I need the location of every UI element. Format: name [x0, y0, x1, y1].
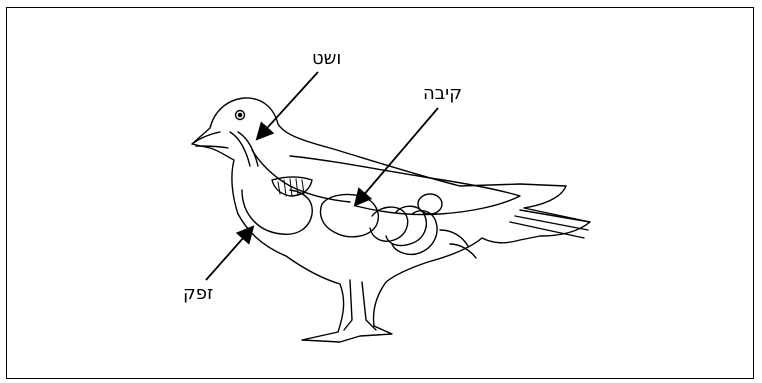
- crop-arrow: [206, 228, 252, 280]
- bird-body-outline: [192, 98, 590, 342]
- stomach-organ: [321, 194, 379, 236]
- kidney-organ: [418, 194, 442, 214]
- label-stomach: קיבה: [423, 85, 462, 103]
- label-esophagus: ושט: [312, 50, 341, 68]
- beak: [192, 132, 228, 148]
- label-crop: זפק: [183, 285, 213, 303]
- stomach-arrow: [356, 108, 438, 204]
- cloaca: [440, 230, 476, 258]
- leg: [344, 280, 376, 330]
- eye-pupil: [238, 113, 241, 116]
- crop-organ: [242, 190, 312, 234]
